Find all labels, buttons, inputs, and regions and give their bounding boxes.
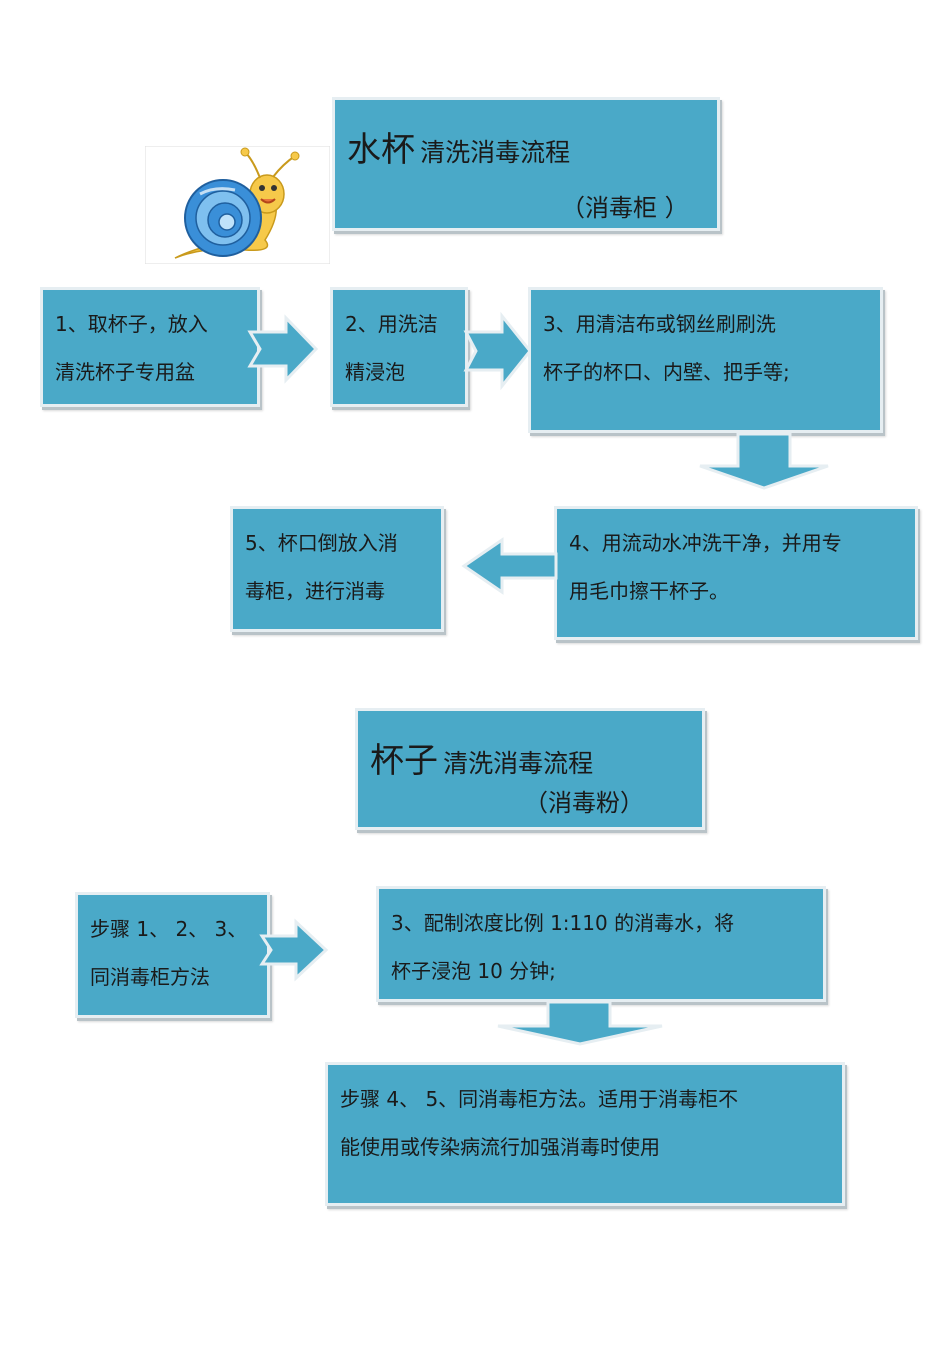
left-arrow-icon [461, 537, 558, 595]
step-text-line: 步骤 1、 2、 3、 [90, 917, 248, 941]
step-box-b: 3、配制浓度比例 1:110 的消毒水，将 杯子浸泡 10 分钟; [376, 886, 826, 1002]
title-main: 水杯 [347, 130, 415, 170]
step-text-line: 步骤 4、 5、同消毒柜方法。适用于消毒柜不 [340, 1087, 739, 1111]
step-text-line: 4、用流动水冲洗干净，并用专 [569, 531, 842, 555]
step-text-line: 杯子的杯口、内壁、把手等; [543, 360, 790, 384]
step-text-line: 2、用洗洁 [345, 312, 438, 336]
step-text-line: 清洗杯子专用盆 [55, 360, 195, 384]
step-box-1: 1、取杯子，放入 清洗杯子专用盆 [40, 287, 260, 407]
down-arrow-icon [699, 432, 829, 490]
step-box-5: 5、杯口倒放入消 毒柜，进行消毒 [230, 506, 444, 632]
step-text-line: 用毛巾擦干杯子。 [569, 579, 729, 603]
step-text-line: 3、用清洁布或钢丝刷刷洗 [543, 312, 776, 336]
step-text-line: 杯子浸泡 10 分钟; [391, 959, 556, 983]
step-box-3: 3、用清洁布或钢丝刷刷洗 杯子的杯口、内壁、把手等; [528, 287, 883, 433]
right-arrow-icon [247, 314, 319, 384]
title-rest: 清洗消毒流程 [443, 749, 594, 778]
snail-icon [145, 146, 330, 264]
title-subtitle: （消毒粉） [524, 789, 644, 817]
step-text-line: 3、配制浓度比例 1:110 的消毒水，将 [391, 911, 735, 935]
step-text-line: 同消毒柜方法 [90, 965, 210, 989]
title-main: 杯子 [370, 741, 438, 781]
step-box-c: 步骤 4、 5、同消毒柜方法。适用于消毒柜不 能使用或传染病流行加强消毒时使用 [325, 1062, 845, 1206]
title-box-cup: 水杯 清洗消毒流程 （消毒柜 ） [332, 97, 720, 231]
title-subtitle: （消毒柜 ） [561, 194, 689, 222]
step-text-line: 毒柜，进行消毒 [245, 579, 385, 603]
down-arrow-icon [497, 1000, 663, 1046]
step-text-line: 精浸泡 [345, 360, 405, 384]
step-box-a: 步骤 1、 2、 3、 同消毒柜方法 [75, 892, 270, 1018]
step-text-line: 1、取杯子，放入 [55, 312, 208, 336]
right-arrow-icon [463, 311, 532, 391]
right-arrow-icon [259, 918, 329, 982]
step-text-line: 5、杯口倒放入消 [245, 531, 398, 555]
step-box-2: 2、用洗洁 精浸泡 [330, 287, 468, 407]
step-box-4: 4、用流动水冲洗干净，并用专 用毛巾擦干杯子。 [554, 506, 918, 640]
title-rest: 清洗消毒流程 [420, 138, 571, 167]
step-text-line: 能使用或传染病流行加强消毒时使用 [340, 1135, 660, 1159]
title-box-cup-powder: 杯子 清洗消毒流程 （消毒粉） [355, 708, 705, 830]
